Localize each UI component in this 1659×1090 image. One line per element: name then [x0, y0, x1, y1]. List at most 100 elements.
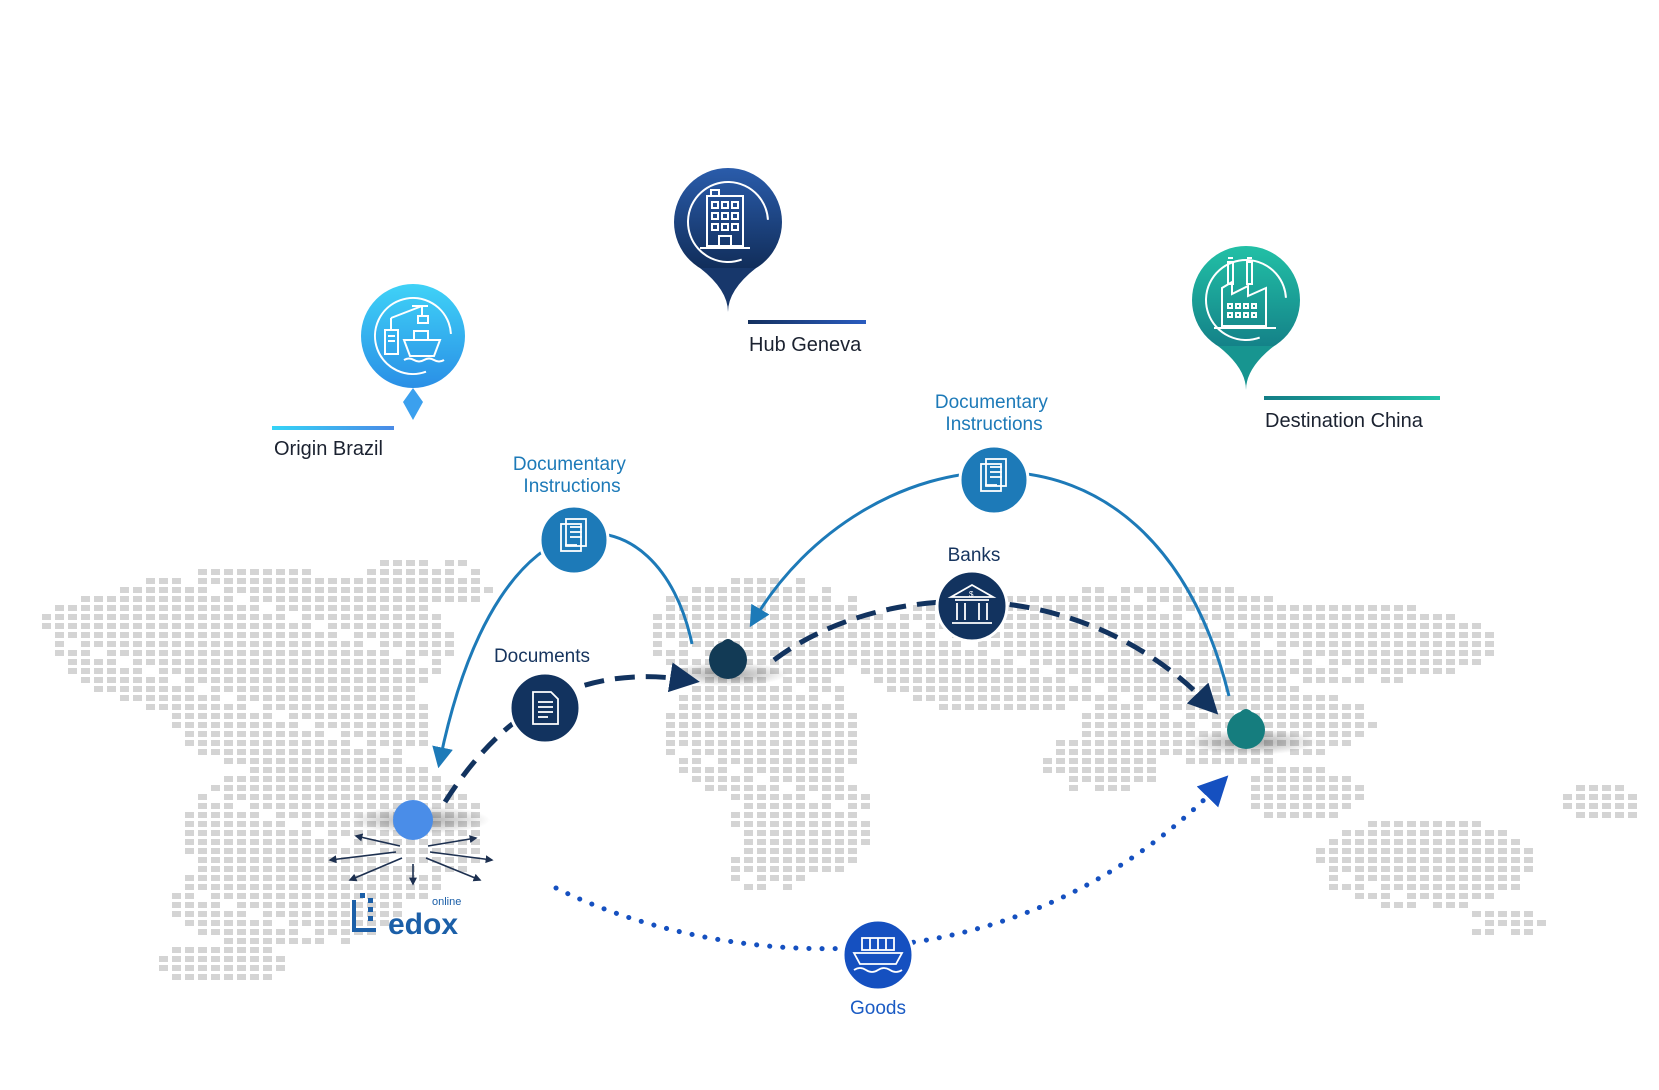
map-tile	[1082, 740, 1091, 746]
map-tile	[770, 740, 779, 746]
map-tile	[666, 596, 675, 602]
map-tile	[289, 650, 298, 656]
map-tile	[211, 596, 220, 602]
map-tile	[796, 668, 805, 674]
map-tile	[328, 929, 337, 935]
map-tile	[1147, 695, 1156, 701]
map-tile	[393, 740, 402, 746]
map-tile	[406, 695, 415, 701]
map-tile	[250, 956, 259, 962]
map-tile	[341, 884, 350, 890]
map-tile	[354, 902, 363, 908]
origin-brazil-pin[interactable]	[361, 284, 465, 840]
map-tile	[1368, 614, 1377, 620]
map-tile	[1212, 695, 1221, 701]
map-tile	[1121, 731, 1130, 737]
map-tile	[458, 839, 467, 845]
destination-china-pin[interactable]	[1192, 246, 1300, 749]
map-tile	[653, 650, 662, 656]
map-tile	[1485, 641, 1494, 647]
map-tile	[263, 650, 272, 656]
map-tile	[445, 650, 454, 656]
edox-logo-text: edox	[388, 908, 458, 941]
map-tile	[1069, 632, 1078, 638]
map-tile	[1199, 749, 1208, 755]
map-tile	[302, 794, 311, 800]
map-tile	[367, 794, 376, 800]
map-tile	[744, 866, 753, 872]
hub-geneva-pin[interactable]	[674, 168, 782, 679]
map-tile	[81, 605, 90, 611]
map-tile	[172, 956, 181, 962]
map-tile	[1134, 749, 1143, 755]
map-tile	[783, 677, 792, 683]
map-tile	[1394, 641, 1403, 647]
map-tile	[367, 803, 376, 809]
map-tile	[965, 650, 974, 656]
map-tile	[211, 578, 220, 584]
map-tile	[367, 893, 376, 899]
map-tile	[393, 623, 402, 629]
map-tile	[1446, 848, 1455, 854]
map-tile	[380, 803, 389, 809]
map-tile	[380, 713, 389, 719]
map-tile	[393, 605, 402, 611]
map-tile	[68, 632, 77, 638]
map-tile	[835, 830, 844, 836]
map-tile	[1381, 650, 1390, 656]
map-tile	[94, 605, 103, 611]
map-tile	[211, 947, 220, 953]
map-tile	[354, 713, 363, 719]
hub-label: Hub Geneva	[749, 334, 862, 356]
map-tile	[380, 884, 389, 890]
map-tile	[1095, 758, 1104, 764]
map-tile	[770, 605, 779, 611]
map-tile	[419, 605, 428, 611]
map-tile	[224, 605, 233, 611]
map-tile	[393, 875, 402, 881]
map-tile	[419, 785, 428, 791]
map-tile	[679, 659, 688, 665]
map-tile	[835, 866, 844, 872]
map-tile	[796, 839, 805, 845]
map-tile	[1498, 911, 1507, 917]
map-tile	[1407, 884, 1416, 890]
map-tile	[1238, 596, 1247, 602]
map-tile	[380, 902, 389, 908]
map-tile	[835, 659, 844, 665]
map-tile	[1030, 614, 1039, 620]
map-tile	[1329, 884, 1338, 890]
map-tile	[224, 857, 233, 863]
map-tile	[1446, 659, 1455, 665]
map-tile	[393, 569, 402, 575]
map-tile	[1576, 812, 1585, 818]
map-tile	[1056, 641, 1065, 647]
map-tile	[1277, 614, 1286, 620]
map-tile	[341, 749, 350, 755]
map-tile	[341, 659, 350, 665]
map-tile	[354, 920, 363, 926]
map-tile	[263, 578, 272, 584]
map-tile	[263, 722, 272, 728]
map-tile	[666, 749, 675, 755]
map-tile	[1108, 641, 1117, 647]
map-tile	[328, 596, 337, 602]
map-tile	[744, 731, 753, 737]
map-tile	[1017, 668, 1026, 674]
map-tile	[224, 713, 233, 719]
map-tile	[1290, 641, 1299, 647]
map-tile	[445, 578, 454, 584]
map-tile	[250, 821, 259, 827]
map-tile	[1342, 866, 1351, 872]
origin-label-bar	[272, 426, 394, 430]
map-tile	[289, 893, 298, 899]
map-tile	[1355, 884, 1364, 890]
map-tile	[1342, 677, 1351, 683]
map-tile	[1394, 605, 1403, 611]
map-tile	[770, 830, 779, 836]
map-tile	[315, 875, 324, 881]
map-tile	[224, 893, 233, 899]
map-tile	[1186, 623, 1195, 629]
map-tile	[1329, 857, 1338, 863]
map-tile	[783, 731, 792, 737]
